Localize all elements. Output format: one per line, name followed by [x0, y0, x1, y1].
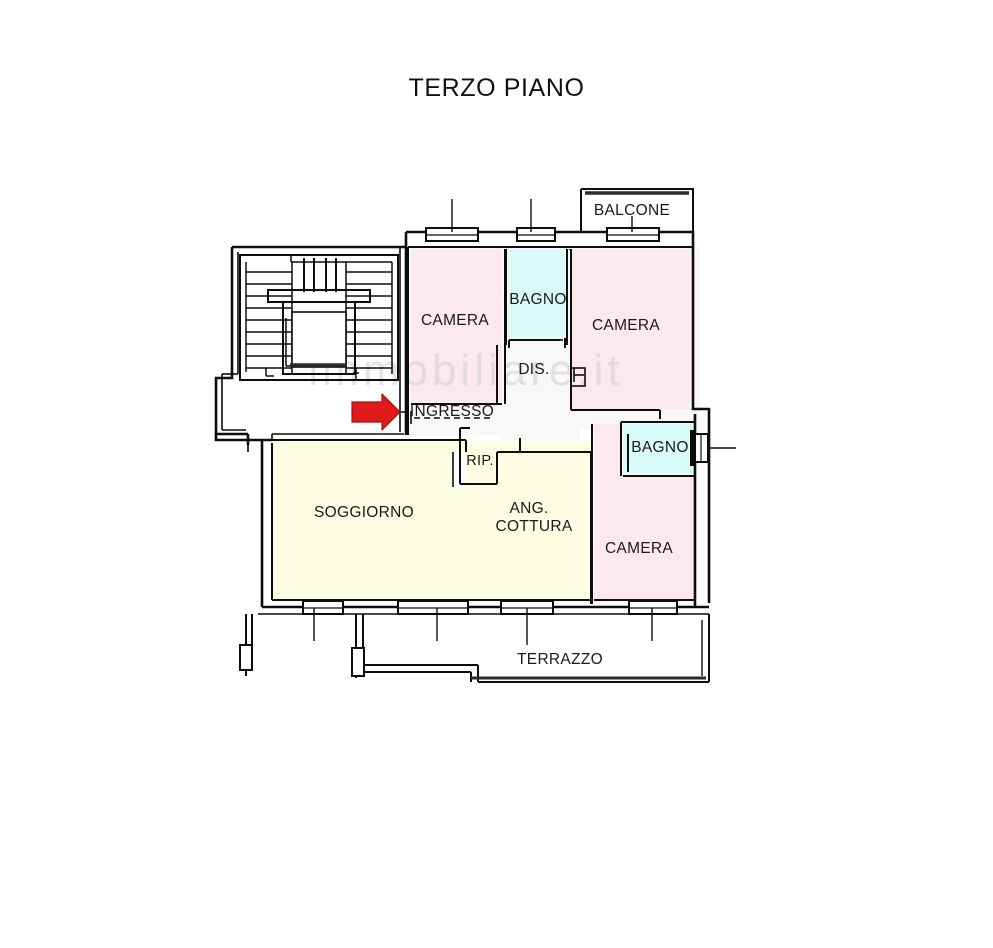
- room-label-camera-3: CAMERA: [605, 540, 673, 557]
- room-fill-bagno-2: [623, 424, 695, 474]
- entrance-arrow-icon: [351, 393, 401, 431]
- window-camera-3: [628, 600, 678, 641]
- room-fill-camera-3: [594, 476, 695, 600]
- room-label-terrazzo: TERRAZZO: [517, 651, 603, 668]
- room-label-bagno-2: BAGNO: [631, 439, 688, 456]
- room-fill-camera-3-upper: [594, 424, 621, 476]
- entrance-arrow: [351, 393, 409, 431]
- room-fill-camera-1: [411, 249, 502, 384]
- balcone-structure: [580, 188, 694, 232]
- room-fill-camera-2: [572, 249, 690, 409]
- room-fill-camera-1-lower: [411, 384, 502, 402]
- terrazzo-structure: [239, 613, 710, 683]
- stairwell: [239, 254, 399, 381]
- room-label-camera-2: CAMERA: [592, 317, 660, 334]
- room-label-ingresso: INGRESSO: [410, 403, 494, 420]
- room-labels: CAMERA BAGNO CAMERA BALCONE DIS. INGRESS…: [314, 202, 688, 668]
- page-title: TERZO PIANO: [408, 74, 585, 102]
- window-camera-2-top: [606, 216, 660, 242]
- windows-bottom: [302, 600, 678, 645]
- room-label-ang-cottura-line2: COTTURA: [495, 518, 572, 535]
- window-soggiorno-1: [302, 600, 344, 641]
- room-label-balcone: BALCONE: [594, 202, 670, 219]
- door-openings: [410, 339, 586, 487]
- window-soggiorno-2: [397, 600, 469, 641]
- window-bagno-2-right: [690, 430, 736, 466]
- room-fill-bagno-1: [509, 249, 565, 338]
- room-label-soggiorno: SOGGIORNO: [314, 504, 414, 521]
- window-camera-1-top: [425, 199, 479, 242]
- lobby-lines: [221, 247, 404, 452]
- room-label-bagno-1: BAGNO: [509, 291, 566, 308]
- room-fill-soggiorno: [274, 441, 466, 600]
- window-bagno-1-top: [516, 199, 556, 242]
- watermark-text: immobiliare.it: [308, 346, 623, 395]
- room-label-rip: RIP.: [466, 453, 494, 469]
- room-label-camera-1: CAMERA: [421, 312, 489, 329]
- windows-top: [425, 199, 660, 242]
- window-cottura: [500, 600, 554, 645]
- room-label-dis: DIS.: [518, 361, 549, 378]
- room-label-ang-cottura-line1: ANG.: [509, 500, 548, 517]
